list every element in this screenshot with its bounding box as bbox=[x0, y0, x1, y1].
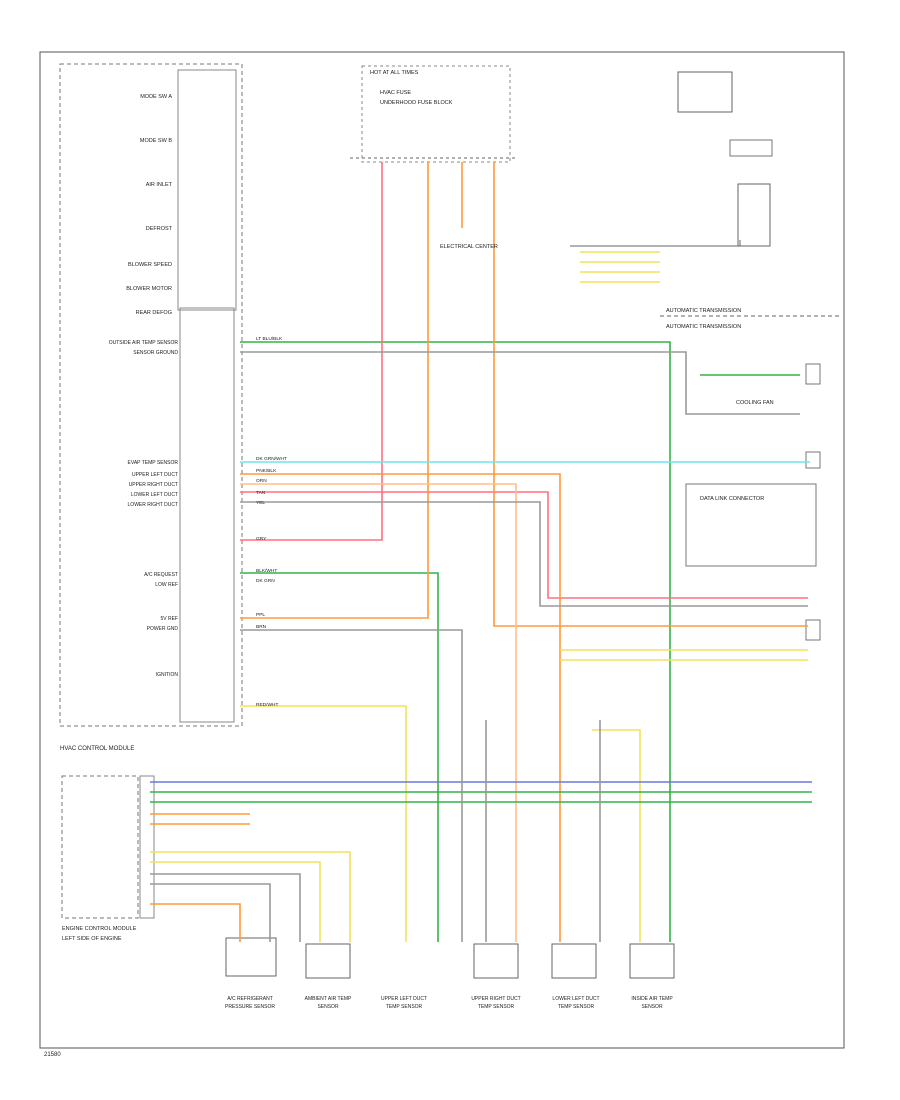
sensor-box-3 bbox=[473, 943, 519, 979]
wire-code-2: PNK/BLK bbox=[256, 468, 277, 474]
wire-green-2 bbox=[240, 572, 439, 942]
switch-label-6: REAR DEFOG bbox=[136, 310, 172, 316]
wire-orange-1 bbox=[240, 162, 429, 619]
switch-labels: MODE SW A MODE SW B AIR INLET DEFROST BLOWER… bbox=[126, 94, 172, 316]
pin-label-9: 5V REF bbox=[160, 616, 178, 622]
sensor-label-1-line-0: AMBIENT AIR TEMP bbox=[305, 996, 352, 1002]
sensor-label-5-line-1: SENSOR bbox=[641, 1004, 663, 1010]
hvac-module-box bbox=[59, 63, 243, 727]
switch-panel bbox=[177, 69, 237, 311]
pin-label-2: EVAP TEMP SENSOR bbox=[128, 460, 179, 466]
pin-label-8: LOW REF bbox=[155, 582, 178, 588]
trans-sub: AUTOMATIC TRANSMISSION bbox=[666, 324, 741, 330]
wire-green-1 bbox=[240, 341, 671, 942]
wire-code-3: ORN bbox=[256, 478, 267, 484]
pin-label-10: POWER GND bbox=[147, 626, 179, 632]
switch-label-4: BLOWER SPEED bbox=[128, 262, 172, 268]
sensor-box-2 bbox=[305, 943, 351, 979]
switch-label-3: DEFROST bbox=[146, 226, 173, 232]
sensor-box-5 bbox=[629, 943, 675, 979]
sensor-right-box bbox=[685, 483, 817, 567]
pin-label-5: LOWER LEFT DUCT bbox=[131, 492, 178, 498]
sensor-box-1 bbox=[225, 937, 277, 977]
pin-label-7: A/C REQUEST bbox=[144, 572, 178, 578]
wire-yellow-4 bbox=[592, 729, 641, 942]
cooling-fan-label: COOLING FAN bbox=[736, 400, 774, 406]
wire-yellow-1 bbox=[240, 705, 407, 942]
wire-codes: LT BLU/BLK DK GRN/WHT PNK/BLK ORN TAN YEL GRY B… bbox=[256, 336, 287, 708]
ground-block bbox=[737, 183, 771, 247]
pin-label-6: LOWER RIGHT DUCT bbox=[128, 502, 178, 508]
wire-gray-3 bbox=[150, 873, 301, 942]
labels: HVAC CONTROL MODULE ENGINE CONTROL MODUL… bbox=[44, 70, 774, 1058]
wire-yellow-2 bbox=[150, 851, 351, 942]
wire-gray-2 bbox=[240, 501, 808, 607]
ecm-connector bbox=[139, 775, 155, 919]
wire-salmon bbox=[240, 483, 517, 942]
wires bbox=[150, 162, 812, 942]
trans-title: AUTOMATIC TRANSMISSION bbox=[666, 308, 741, 314]
fuse-sub-label: UNDERHOOD FUSE BLOCK bbox=[380, 100, 453, 106]
sensor-label-3-line-0: LOWER LEFT DUCT bbox=[552, 996, 599, 1002]
sensor-labels: A/C REFRIGERANT PRESSURE SENSOR AMBIENT AI… bbox=[225, 996, 673, 1010]
pin-labels: OUTSIDE AIR TEMP SENSOR SENSOR GROUND EVAP… bbox=[109, 340, 179, 678]
wire-gray-5 bbox=[240, 629, 463, 942]
pin-connector bbox=[179, 307, 235, 723]
wire-code-10: BRN bbox=[256, 624, 267, 630]
pin-label-11: IGNITION bbox=[156, 672, 179, 678]
wire-code-8: DK GRN bbox=[256, 578, 275, 584]
wire-code-7: BLK/WHT bbox=[256, 568, 277, 574]
power-dist-label: ELECTRICAL CENTER bbox=[440, 244, 498, 250]
footer-code: 21580 bbox=[44, 1052, 61, 1058]
hvac-module-label: HVAC CONTROL MODULE bbox=[60, 746, 134, 752]
wire-orange-7 bbox=[150, 903, 241, 942]
wire-gray-4 bbox=[150, 883, 271, 942]
trans-connector bbox=[729, 139, 773, 157]
pin-label-0: OUTSIDE AIR TEMP SENSOR bbox=[109, 340, 179, 346]
sensor-label-2-line-0: UPPER LEFT DUCT bbox=[381, 996, 427, 1002]
diagram-border bbox=[39, 51, 845, 1049]
sensor-label-2-line-1: TEMP SENSOR bbox=[386, 1004, 423, 1010]
wire-red-2 bbox=[240, 491, 808, 599]
wire-code-9: PPL bbox=[256, 612, 265, 618]
sensor-label-1-line-1: SENSOR bbox=[317, 1004, 339, 1010]
ecm-sub-label: LEFT SIDE OF ENGINE bbox=[62, 936, 122, 942]
wire-red-1 bbox=[240, 162, 383, 541]
wire-code-5: YEL bbox=[256, 500, 265, 506]
pin-label-4: UPPER RIGHT DUCT bbox=[129, 482, 178, 488]
wire-code-1: DK GRN/WHT bbox=[256, 456, 287, 462]
sensor-box-4 bbox=[551, 943, 597, 979]
switch-label-0: MODE SW A bbox=[140, 94, 172, 100]
fuse-block bbox=[361, 65, 511, 163]
sensor-label-5-line-0: INSIDE AIR TEMP bbox=[631, 996, 673, 1002]
wire-code-0: LT BLU/BLK bbox=[256, 336, 283, 342]
wire-code-6: GRY bbox=[256, 536, 267, 542]
fuse-label: HVAC FUSE bbox=[380, 90, 411, 96]
sensor-label-0-line-1: PRESSURE SENSOR bbox=[225, 1004, 275, 1010]
wire-yellow-3 bbox=[150, 861, 321, 942]
sensor-label-4-line-1: TEMP SENSOR bbox=[478, 1004, 515, 1010]
wire-code-11: RED/WHT bbox=[256, 702, 278, 708]
hot-label: HOT AT ALL TIMES bbox=[370, 70, 419, 76]
ecm-label: ENGINE CONTROL MODULE bbox=[62, 926, 137, 932]
switch-label-1: MODE SW B bbox=[140, 138, 172, 144]
switch-label-2: AIR INLET bbox=[146, 182, 173, 188]
wire-orange-4 bbox=[240, 473, 561, 942]
ecm-box bbox=[61, 775, 139, 919]
trans-module-box bbox=[677, 71, 733, 113]
wire-yellow-group bbox=[580, 251, 660, 283]
pin-label-3: UPPER LEFT DUCT bbox=[132, 472, 178, 478]
sensor-label-3-line-1: TEMP SENSOR bbox=[558, 1004, 595, 1010]
sensor-label-0-line-0: A/C REFRIGERANT bbox=[227, 996, 273, 1002]
switch-label-5: BLOWER MOTOR bbox=[126, 286, 172, 292]
wire-code-4: TAN bbox=[256, 490, 266, 496]
sensor-label-4-line-0: UPPER RIGHT DUCT bbox=[471, 996, 520, 1002]
wire-gray-1 bbox=[240, 351, 800, 415]
wire-orange-2 bbox=[493, 162, 808, 627]
pin-label-1: SENSOR GROUND bbox=[133, 350, 178, 356]
data-link-label: DATA LINK CONNECTOR bbox=[700, 496, 764, 502]
